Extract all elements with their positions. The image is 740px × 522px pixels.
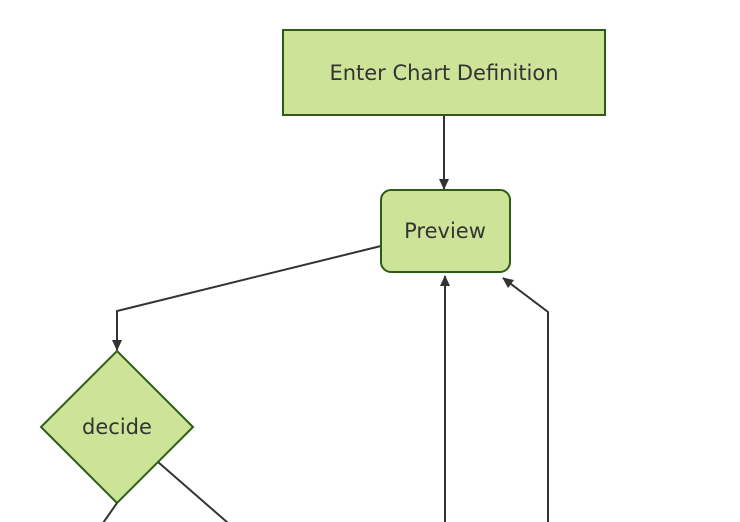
edge-return-to-preview-corner bbox=[502, 277, 549, 522]
node-preview-shape bbox=[380, 189, 511, 273]
node-enter-chart-definition-shape bbox=[282, 29, 606, 116]
node-decide-shape bbox=[39, 349, 195, 505]
edge-decide-branch-left bbox=[102, 502, 118, 522]
node-enter-chart-definition: Enter Chart Definition bbox=[282, 29, 606, 116]
node-decide-label: decide bbox=[82, 415, 152, 439]
node-preview: Preview bbox=[380, 189, 511, 273]
node-preview-label: Preview bbox=[404, 219, 486, 243]
edge-decide-branch-right bbox=[157, 461, 229, 522]
node-decide: decide bbox=[39, 349, 195, 505]
edge-preview-to-decide bbox=[112, 245, 382, 351]
node-enter-chart-definition-label: Enter Chart Definition bbox=[329, 61, 558, 85]
